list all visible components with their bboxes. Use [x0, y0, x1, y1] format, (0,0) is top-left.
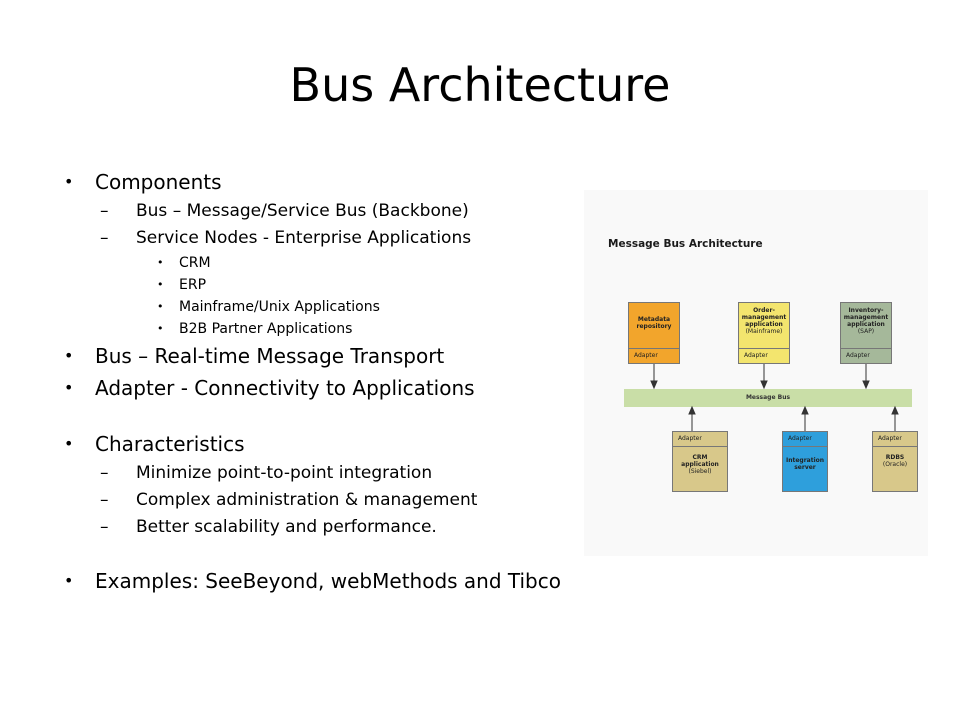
sub-bullet-label: Service Nodes - Enterprise Applications: [136, 228, 472, 248]
sub-bullet-label: Better scalability and performance.: [136, 517, 437, 537]
bullet-list: • Components – Bus – Message/Service Bus…: [64, 166, 684, 597]
bullet-icon: •: [64, 172, 74, 191]
bullet-adapter: • Adapter - Connectivity to Applications: [64, 372, 684, 404]
bullet-label: Bus – Real-time Message Transport: [95, 344, 445, 368]
node-label: Metadata repository: [636, 316, 672, 330]
metadata-repository-node: Metadata repository Adapter: [628, 302, 680, 364]
sub-sub-bullet-label: Mainframe/Unix Applications: [179, 299, 380, 315]
rdbs-node: Adapter RDBS (Oracle): [872, 431, 918, 492]
node-platform: (Oracle): [882, 461, 908, 468]
bullet-icon: •: [157, 300, 164, 313]
order-management-node: Order-management application (Mainframe)…: [738, 302, 790, 364]
node-label: Inventory-management application: [843, 307, 889, 328]
dash-icon: –: [100, 517, 109, 537]
integration-server-node: Adapter Integration server: [782, 431, 828, 492]
dash-icon: –: [100, 201, 109, 221]
sub-sub-bullet: • B2B Partner Applications: [64, 318, 684, 340]
diagram-title: Message Bus Architecture: [608, 238, 763, 250]
sub-sub-bullet: • Mainframe/Unix Applications: [64, 296, 684, 318]
message-bus: Message Bus: [624, 389, 912, 407]
bullet-characteristics: • Characteristics: [64, 428, 684, 460]
bus-label: Message Bus: [745, 394, 791, 401]
adapter-label: Adapter: [783, 432, 827, 447]
bullet-icon: •: [64, 346, 74, 365]
bullet-label: Examples: SeeBeyond, webMethods and Tibc…: [95, 569, 561, 593]
connector-arrows: [650, 364, 899, 431]
node-label: Integration server: [785, 457, 825, 471]
dash-icon: –: [100, 463, 109, 483]
bullet-icon: •: [64, 434, 74, 453]
sub-sub-bullet-label: ERP: [179, 277, 207, 293]
node-platform: (SAP): [857, 328, 875, 335]
message-bus-diagram: Message Bus Architecture Metadata reposi…: [584, 190, 928, 556]
sub-sub-bullet-label: B2B Partner Applications: [179, 321, 353, 337]
bullet-label: Characteristics: [95, 432, 245, 456]
sub-bullet: – Minimize point-to-point integration: [64, 460, 684, 487]
sub-bullet: – Better scalability and performance.: [64, 514, 684, 541]
inventory-management-node: Inventory-management application (SAP) A…: [840, 302, 892, 364]
sub-sub-bullet: • CRM: [64, 252, 684, 274]
bullet-examples: • Examples: SeeBeyond, webMethods and Ti…: [64, 565, 684, 597]
dash-icon: –: [100, 228, 109, 248]
bullet-icon: •: [64, 571, 74, 590]
slide-title: Bus Architecture: [289, 58, 671, 112]
sub-bullet: – Bus – Message/Service Bus (Backbone): [64, 198, 684, 225]
bullet-label: Components: [95, 170, 222, 194]
bullet-icon: •: [64, 378, 74, 397]
bullet-icon: •: [157, 278, 164, 291]
bullet-bus-transport: • Bus – Real-time Message Transport: [64, 340, 684, 372]
dash-icon: –: [100, 490, 109, 510]
node-platform: (Mainframe): [745, 328, 783, 335]
sub-bullet: – Service Nodes - Enterprise Application…: [64, 225, 684, 252]
node-label: CRM application: [681, 454, 719, 468]
sub-bullet-label: Bus – Message/Service Bus (Backbone): [136, 201, 469, 221]
adapter-label: Adapter: [841, 348, 891, 363]
crm-application-node: Adapter CRM application (Siebel): [672, 431, 728, 492]
adapter-label: Adapter: [873, 432, 917, 447]
sub-bullet-label: Complex administration & management: [136, 490, 478, 510]
bullet-icon: •: [157, 322, 164, 335]
node-platform: (Siebel): [688, 468, 712, 475]
node-label: RDBS: [885, 454, 905, 461]
node-label: Order-management application: [741, 307, 787, 328]
adapter-label: Adapter: [629, 348, 679, 363]
bullet-label: Adapter - Connectivity to Applications: [95, 376, 475, 400]
sub-bullet-label: Minimize point-to-point integration: [136, 463, 433, 483]
adapter-label: Adapter: [673, 432, 727, 447]
sub-sub-bullet-label: CRM: [179, 255, 211, 271]
bullet-icon: •: [157, 256, 164, 269]
sub-bullet: – Complex administration & management: [64, 487, 684, 514]
adapter-label: Adapter: [739, 348, 789, 363]
sub-sub-bullet: • ERP: [64, 274, 684, 296]
bullet-components: • Components: [64, 166, 684, 198]
